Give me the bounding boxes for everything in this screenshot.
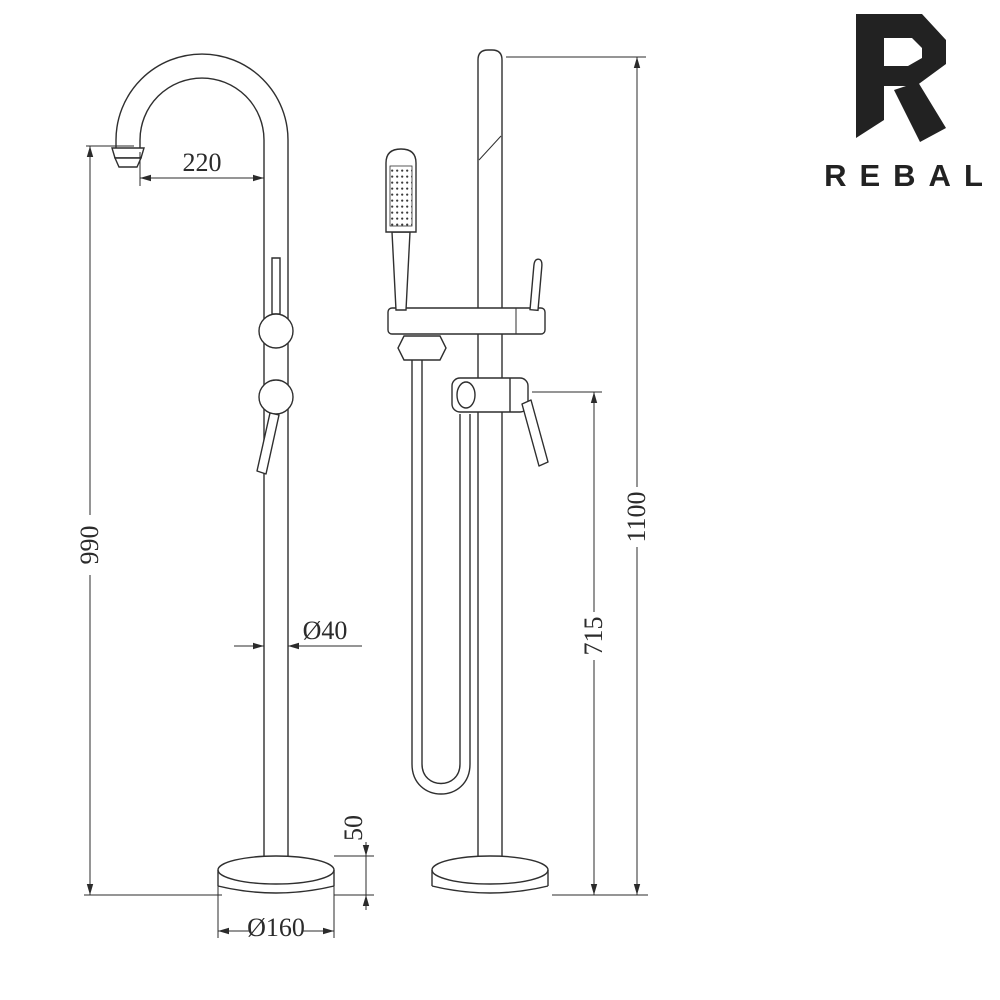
- side-base-sides: [431, 870, 549, 886]
- front-view: [111, 53, 335, 894]
- dim-label-pipe-diameter: Ø40: [303, 616, 348, 645]
- side-base-top: [431, 855, 549, 885]
- upper-handle-knob: [258, 313, 294, 349]
- dimension-lines: [84, 56, 648, 938]
- dimension-labels: 220 990 Ø40 Ø160 50 1100 715: [75, 148, 651, 942]
- dim-label-spout-height: 990: [75, 526, 104, 565]
- handle-stem: [271, 257, 281, 315]
- lower-handle-knob: [258, 379, 294, 415]
- side-base-bottom: [431, 885, 549, 894]
- spout-aerator: [113, 157, 143, 168]
- diverter-collar: [451, 377, 529, 413]
- dim-label-total-height: 1100: [622, 491, 651, 542]
- front-lever: [256, 412, 280, 475]
- hose-outer: [411, 360, 471, 795]
- hose-inner: [421, 360, 461, 785]
- front-base-top: [217, 855, 335, 885]
- handshower-handle: [391, 231, 411, 311]
- logomark-stem: [856, 14, 884, 138]
- spout-tip-collar: [111, 147, 145, 159]
- logomark-bowl: [884, 14, 946, 86]
- side-pipe: [477, 49, 503, 858]
- dim-label-base-thickness: 50: [339, 815, 368, 841]
- spout-tip-neck: [115, 140, 141, 148]
- handshower-spray-face: [389, 165, 413, 227]
- label-mask: [250, 915, 302, 940]
- dim-label-base-diameter: Ø160: [247, 913, 305, 942]
- side-view: [385, 49, 549, 894]
- dim-label-handle-height: 715: [579, 617, 608, 656]
- ext-50: [334, 855, 374, 896]
- logomark-leg: [894, 82, 946, 142]
- diverter-detail: [456, 381, 476, 409]
- spout-outer-curve: [115, 53, 289, 141]
- brand-logo: REBAL: [824, 14, 996, 193]
- hose-hex-nut: [397, 335, 447, 361]
- pipe-highlight-line: [478, 135, 502, 161]
- front-pipe: [263, 140, 289, 858]
- rebal-logomark: [856, 14, 946, 142]
- dim-label-spout-reach: 220: [183, 148, 222, 177]
- spout-inner-curve: [139, 77, 265, 141]
- mixer-body-bracket: [387, 307, 546, 335]
- diverter-lever: [521, 399, 549, 467]
- front-base-sides: [217, 870, 335, 886]
- brand-wordmark: REBAL: [824, 158, 996, 193]
- mixer-lever: [529, 258, 543, 312]
- front-base-bottom: [217, 885, 335, 894]
